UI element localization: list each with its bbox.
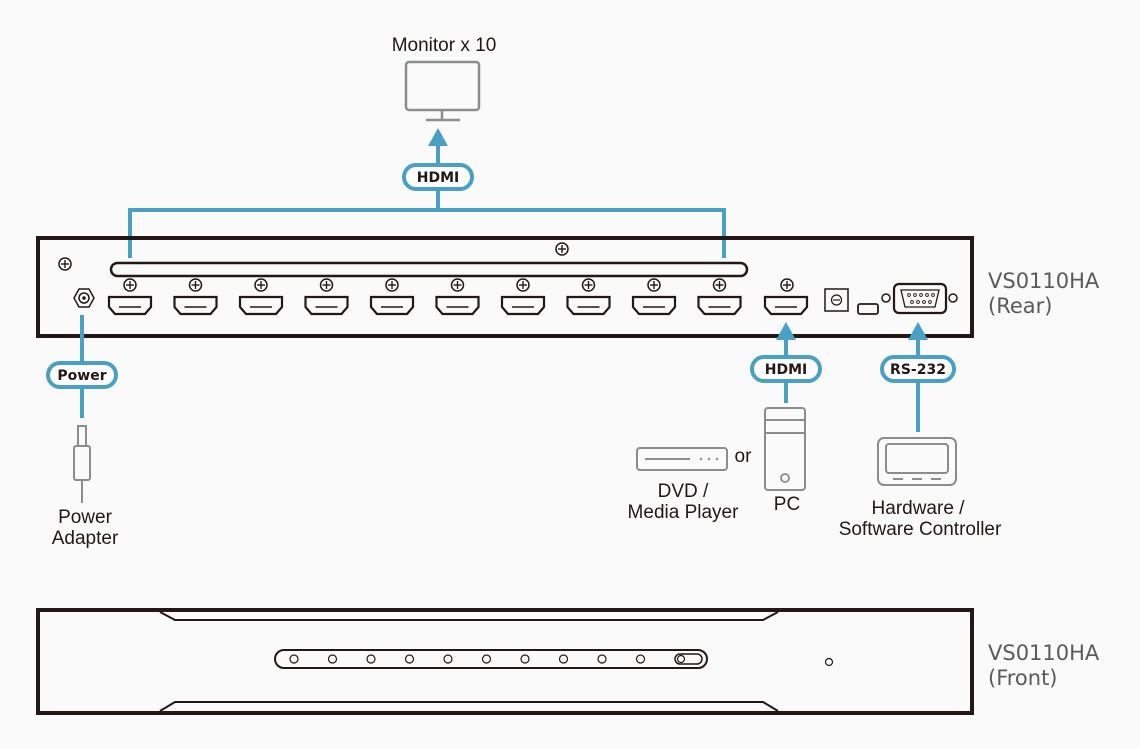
- hdmi-input-port: [763, 278, 809, 316]
- controller-icon: [877, 437, 957, 486]
- dvd-label-2: Media Player: [628, 502, 740, 523]
- port-led-icon: [327, 654, 338, 664]
- rear-model-label: VS0110HA: [988, 269, 1100, 293]
- controller-label-2: Software Controller: [839, 519, 1002, 540]
- ir-sensor-icon: [824, 657, 834, 667]
- rs232-label: RS-232: [890, 362, 946, 378]
- port-led-icon: [597, 654, 607, 664]
- or-label: or: [735, 446, 753, 467]
- power-adapter-label-2: Adapter: [52, 528, 119, 549]
- power-jack-icon: [73, 288, 95, 308]
- hdmi-output-port: [435, 278, 480, 316]
- dvd-label-1: DVD /: [658, 481, 709, 502]
- mini-usb-port: [857, 303, 879, 315]
- input-connection: HDMI: [750, 322, 822, 403]
- rear-panel: [36, 236, 974, 338]
- hdmi-output-ports: [107, 278, 742, 316]
- arrow-up-icon: [428, 128, 448, 146]
- hdmi-output-port: [304, 278, 349, 316]
- hdmi-output-port: [697, 278, 742, 316]
- arrow-up-icon: [776, 322, 796, 340]
- monitor-label: Monitor x 10: [392, 35, 497, 56]
- hdmi-output-port: [238, 278, 284, 316]
- screw-icon: [555, 242, 569, 256]
- input-hdmi-label: HDMI: [765, 362, 807, 378]
- hdmi-output-port: [107, 278, 153, 316]
- hdmi-output-port: [173, 278, 218, 316]
- hdmi-output-port: [500, 278, 546, 316]
- controller-label-1: Hardware /: [872, 498, 966, 519]
- hdmi-output-port: [631, 278, 677, 316]
- front-led-row: [289, 654, 646, 664]
- port-led-icon: [404, 654, 415, 664]
- power-link-label: Power: [57, 368, 106, 384]
- power-adapter-icon: [73, 425, 91, 503]
- control-connection: RS-232: [880, 322, 956, 432]
- output-hdmi-label: HDMI: [417, 170, 459, 186]
- port-led-icon: [520, 654, 530, 664]
- power-adapter-label-1: Power: [58, 507, 113, 528]
- rear-view-label: (Rear): [988, 294, 1052, 318]
- select-button: [674, 653, 703, 665]
- front-view-label: (Front): [988, 666, 1058, 690]
- rs232-port-icon: [892, 282, 948, 315]
- power-connection: Power: [46, 315, 118, 418]
- port-led-icon: [443, 654, 453, 664]
- monitor-icon: [404, 60, 481, 122]
- port-led-icon: [635, 654, 646, 664]
- output-connection: HDMI: [128, 128, 726, 258]
- front-panel: [36, 608, 974, 715]
- pc-label: PC: [774, 494, 800, 515]
- hdmi-output-port: [369, 278, 415, 316]
- port-led-icon: [289, 654, 299, 664]
- ground-screw-icon: [58, 257, 72, 271]
- port-led-icon: [481, 654, 492, 664]
- port-led-icon: [366, 654, 376, 664]
- pc-icon: [764, 407, 806, 491]
- dvd-player-icon: [636, 447, 728, 471]
- port-led-icon: [558, 654, 569, 664]
- arrow-up-icon: [908, 322, 928, 340]
- firmware-switch-icon: [824, 288, 849, 312]
- hdmi-output-port: [566, 278, 611, 316]
- front-model-label: VS0110HA: [988, 641, 1100, 665]
